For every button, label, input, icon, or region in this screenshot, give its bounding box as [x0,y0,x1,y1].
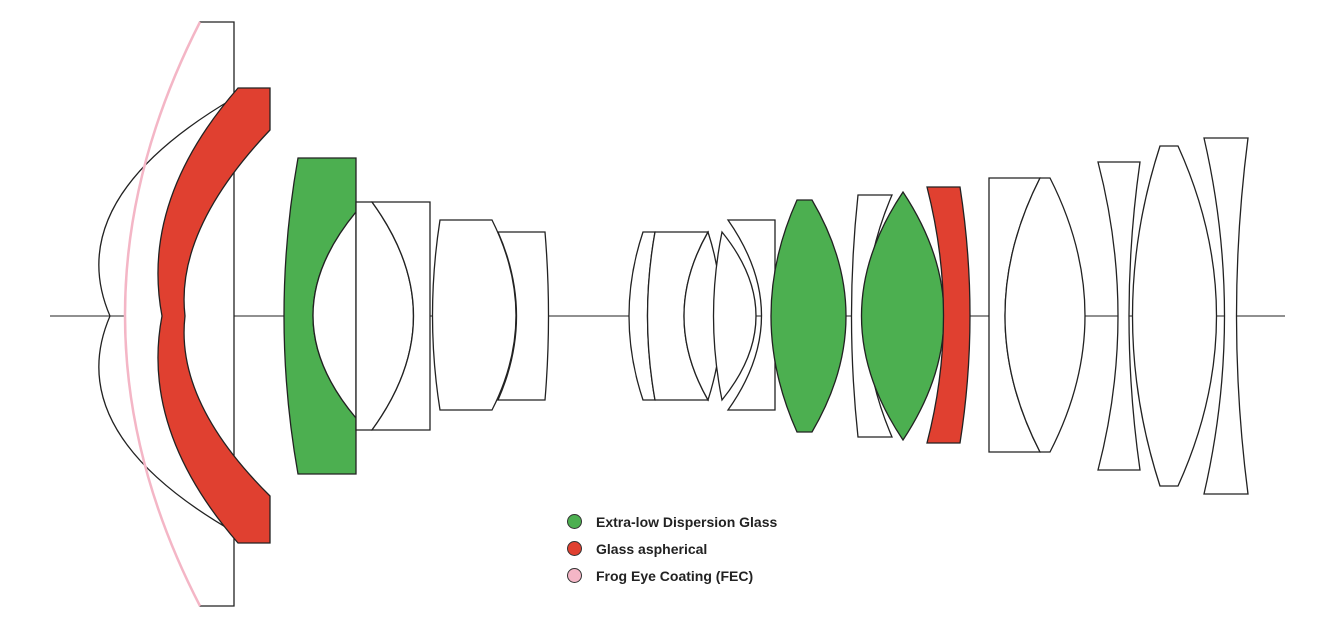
fec-swatch [567,568,582,583]
legend-item-fec: Frog Eye Coating (FEC) [567,562,777,589]
lens-element-17 [1131,145,1218,487]
asphere-swatch [567,541,582,556]
legend-label: Frog Eye Coating (FEC) [596,567,754,584]
doublet-element-2 [646,230,723,402]
ed-element-2 [770,199,847,433]
legend-label: Glass aspherical [596,540,708,557]
asphere-element-2 [926,186,971,444]
asphere-element-1 [157,87,271,544]
lens-element-5 [431,219,517,411]
legend-label: Extra-low Dispersion Glass [596,513,778,530]
ed-glass-swatch [567,514,582,529]
lens-element-16 [1097,161,1141,471]
legend-item-ed-glass: Extra-low Dispersion Glass [567,508,777,535]
legend: Extra-low Dispersion Glass Glass aspheri… [567,508,777,589]
ed-element-3 [860,190,945,442]
lens-element-10 [726,219,776,411]
lens-element-9 [712,230,757,402]
legend-item-asphere: Glass aspherical [567,535,777,562]
doublet-element-1 [312,201,431,431]
lens-element-6 [497,231,550,401]
fec-coating [123,21,202,607]
doublet-element-3 [988,177,1086,453]
lens-element-18 [1203,137,1249,495]
